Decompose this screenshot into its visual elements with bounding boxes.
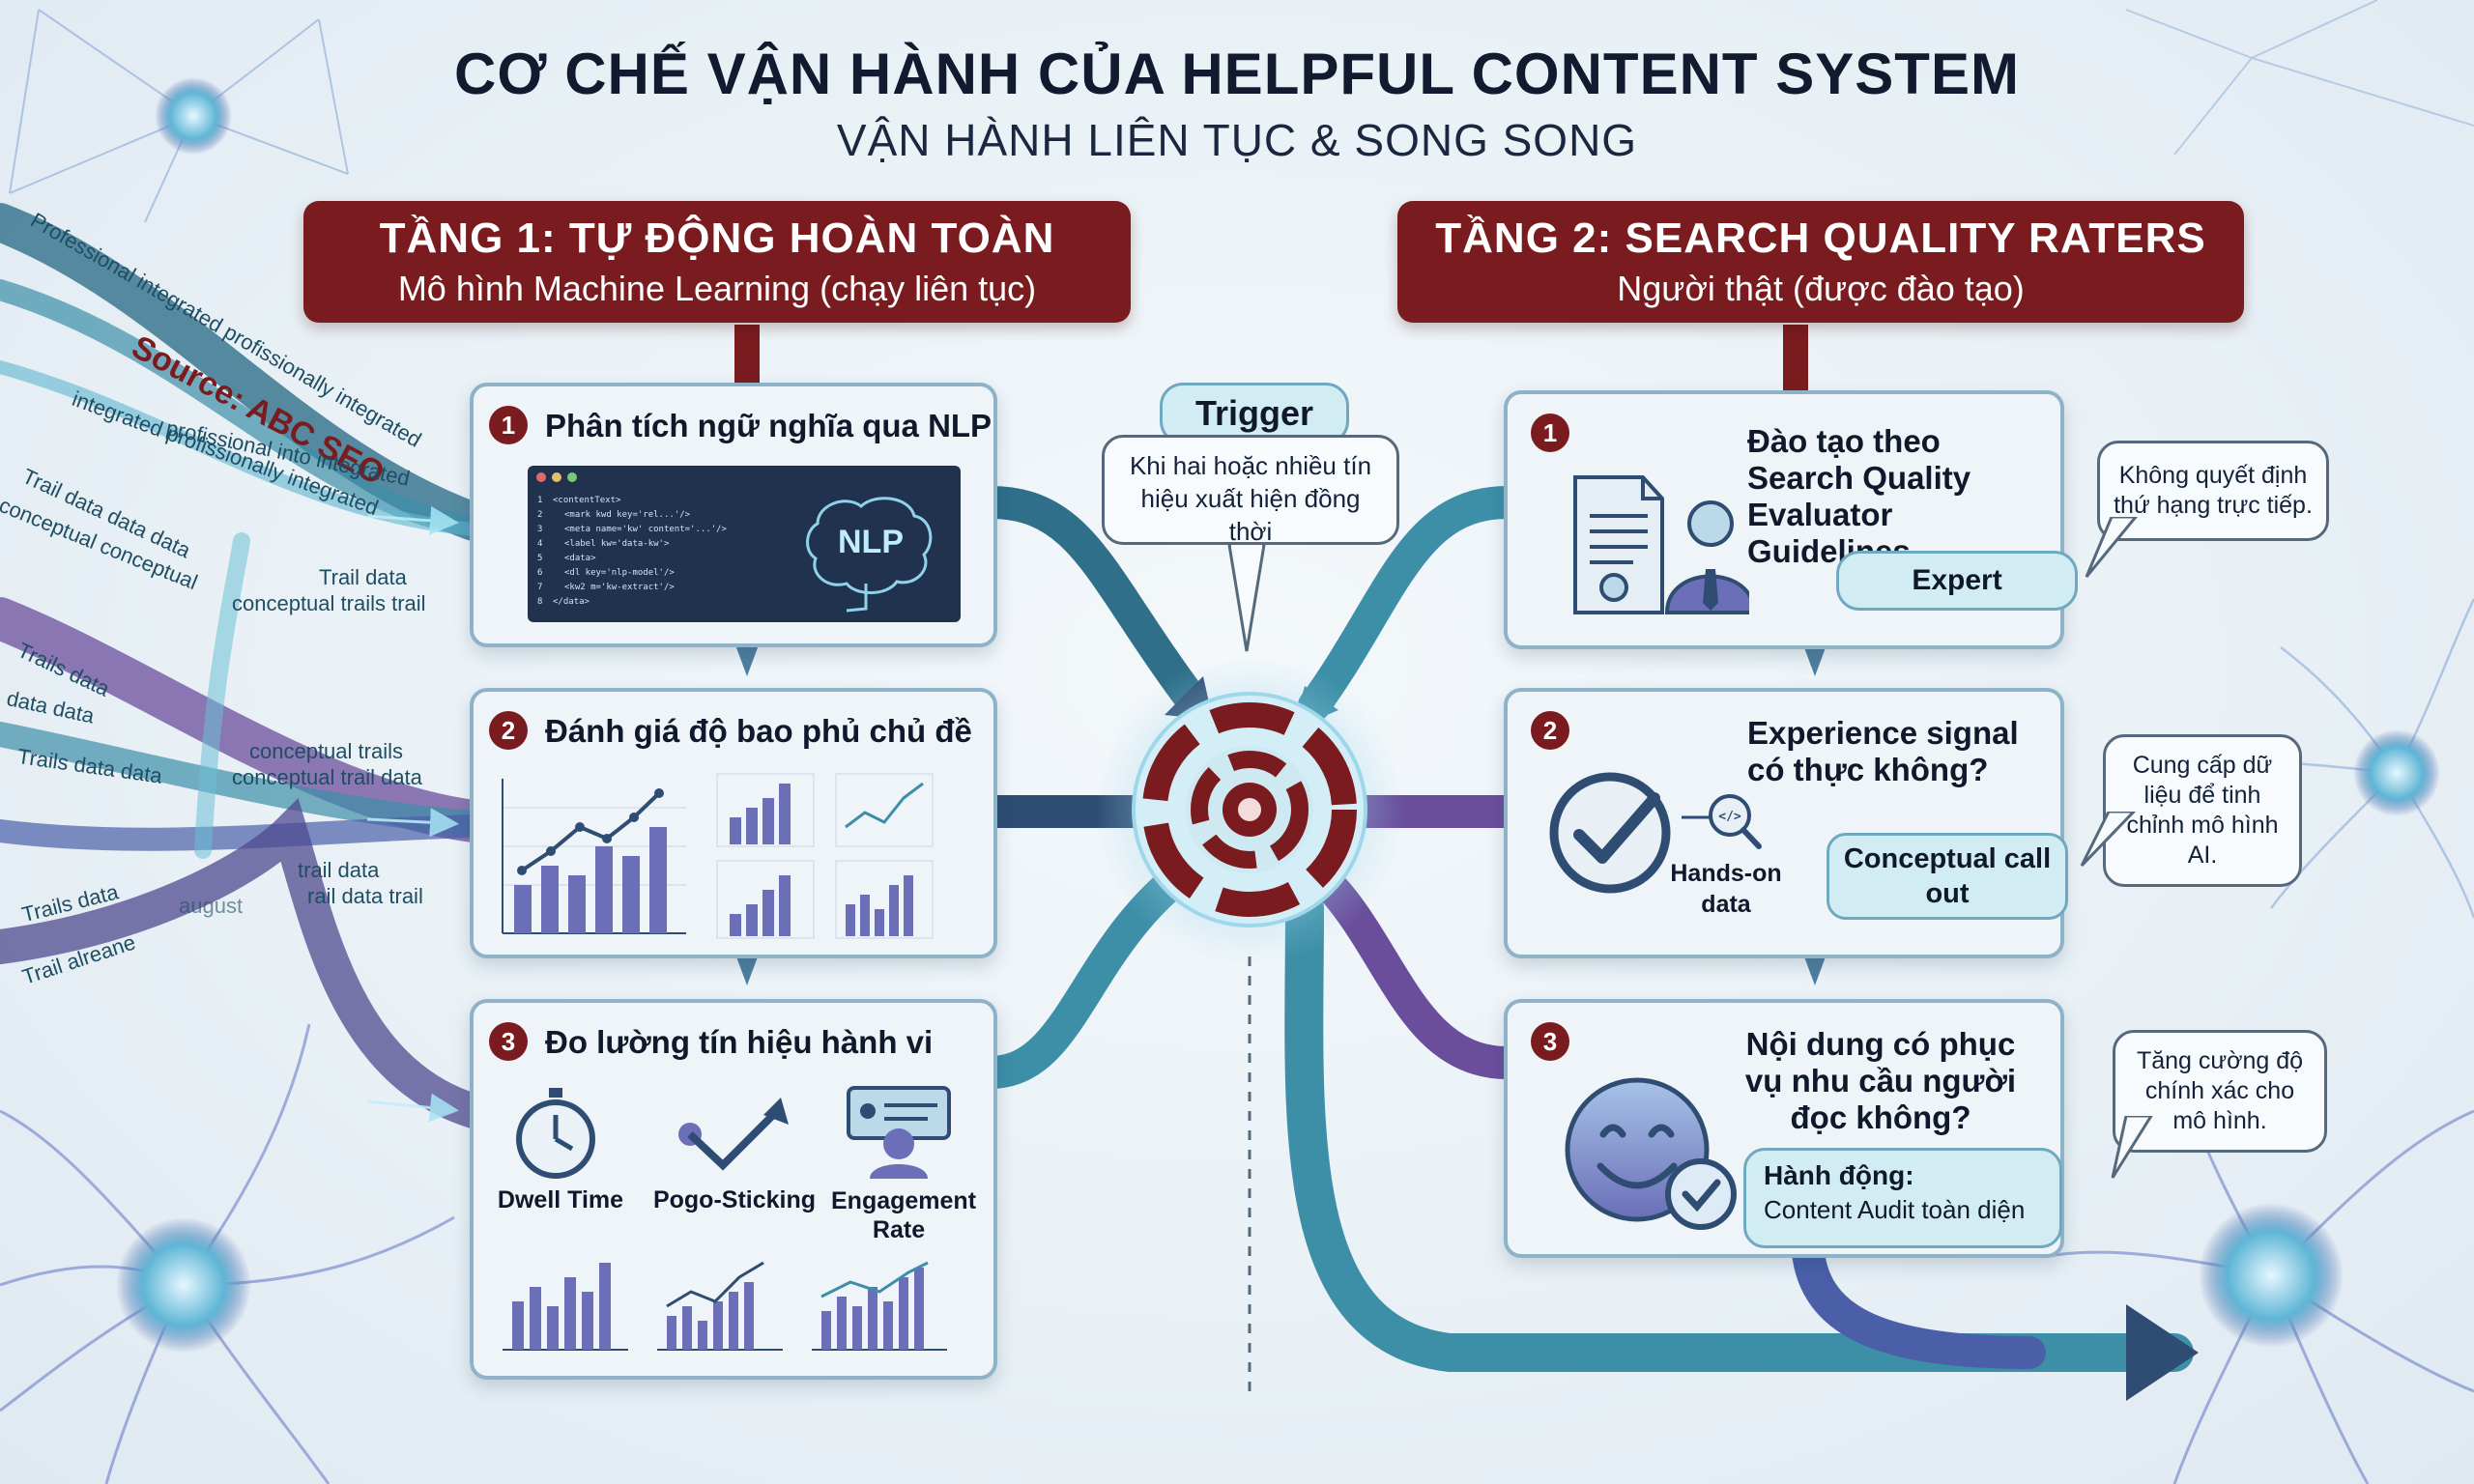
step-title: Đào tạo theo Search Quality Evaluator Gu… — [1747, 423, 1971, 569]
tier2-step1-card: 1 Đào tạo theo Search Quality Evaluator … — [1504, 390, 2078, 649]
neuron-bottom-left — [116, 1217, 251, 1353]
trigger-bubble-tail — [1227, 545, 1266, 652]
trigger-label: Trigger — [1160, 383, 1349, 444]
step-number: 1 — [489, 406, 528, 444]
tier1-step1-card: 1 Phân tích ngữ nghĩa qua NLP 1 <contentT… — [470, 383, 997, 647]
note-bubble-3: Tăng cường độ chính xác cho mô hình. — [2113, 1030, 2327, 1153]
tier2-subtitle: Người thật (được đào tạo) — [1617, 269, 2025, 308]
tier1-step3-card: 3 Đo lường tín hiệu hành vi Dwell Time P… — [470, 999, 997, 1380]
code-line: <contentText> — [553, 496, 621, 505]
stream-label: trail data — [298, 858, 380, 882]
checkmark-icon — [1549, 772, 1671, 894]
stream-label: Trail data — [319, 565, 407, 589]
code-line-number: 8 — [537, 597, 542, 607]
code-line: <mark kwd key='rel...'/> — [564, 510, 691, 520]
window-dot-icon — [567, 472, 577, 482]
stream-label: august — [179, 894, 244, 918]
neuron-mid-right — [2353, 729, 2440, 816]
smiley-icon — [1565, 1077, 1737, 1230]
step-number: 2 — [489, 711, 528, 750]
left-data-streams — [0, 203, 495, 1128]
note-bubble-2: Cung cấp dữ liệu để tinh chỉnh mô hình A… — [2103, 734, 2302, 887]
code-line: </data> — [553, 597, 590, 607]
step-title: Experience signal có thực không? — [1747, 715, 2019, 787]
code-line-number: 4 — [537, 539, 542, 549]
step-title: Đánh giá độ bao phủ chủ đề — [545, 713, 972, 749]
metric-label-dwell-time: Dwell Time — [497, 1186, 624, 1213]
window-dot-icon — [536, 472, 546, 482]
tier1-subtitle: Mô hình Machine Learning (chạy liên tục) — [397, 269, 1037, 308]
code-line: <label kw='data-kw'> — [564, 539, 670, 549]
neuron-network-top-right — [2125, 0, 2474, 156]
action-title: Hành động: — [1764, 1160, 1914, 1190]
tier2-banner: TẦNG 2: SEARCH QUALITY RATERS Người thật… — [1397, 201, 2244, 323]
code-line-number: 5 — [537, 554, 542, 563]
engagement-icon — [847, 1086, 951, 1179]
nlp-badge: NLP — [838, 524, 904, 560]
guidelines-document-icon — [1573, 475, 1749, 614]
step-title: Nội dung có phục vụ nhu cầu người đọc kh… — [1744, 1026, 2017, 1135]
hands-on-label: Hands-on data — [1670, 860, 1782, 918]
code-line: <kw2 m='kw-extract'/> — [564, 583, 675, 592]
svg-text:</>: </> — [1718, 810, 1741, 824]
tier2-step2-card: 2 Experience signal có thực không? </> H… — [1504, 688, 2068, 958]
metric-label-pogo-sticking: Pogo-Sticking — [652, 1186, 817, 1213]
action-box: Hành động: Content Audit toàn diện — [1743, 1148, 2062, 1248]
step-number: 3 — [489, 1022, 528, 1061]
conceptual-callout-tag: Conceptual call out — [1827, 833, 2068, 920]
stream-label: conceptual trails — [249, 739, 403, 763]
tier2-title: TẦNG 2: SEARCH QUALITY RATERS — [1435, 214, 2206, 262]
code-line-number: 2 — [537, 510, 542, 520]
stream-label: rail data trail — [307, 884, 423, 908]
tier1-title: TẦNG 1: TỰ ĐỘNG HOÀN TOÀN — [379, 214, 1055, 262]
trigger-bubble: Khi hai hoặc nhiều tín hiệu xuất hiện đồ… — [1102, 435, 1399, 546]
code-line-number: 3 — [537, 525, 542, 534]
center-target — [1095, 655, 1404, 964]
code-line: <data> — [564, 554, 596, 563]
page-subtitle: VẬN HÀNH LIÊN TỤC & SONG SONG — [836, 115, 1638, 165]
page-title: CƠ CHẾ VẬN HÀNH CỦA HELPFUL CONTENT SYST… — [454, 42, 2020, 106]
flow-paths-right — [1284, 486, 2194, 1372]
step-title: Phân tích ngữ nghĩa qua NLP — [545, 408, 992, 443]
step-number: 3 — [1531, 1022, 1569, 1061]
tier1-banner: TẦNG 1: TỰ ĐỘNG HOÀN TOÀN Mô hình Machin… — [303, 201, 1131, 323]
note-bubble-1: Không quyết định thứ hạng trực tiếp. — [2097, 441, 2329, 541]
step-number: 2 — [1531, 711, 1569, 750]
code-line: <meta name='kw' content='...'/> — [564, 525, 728, 534]
brain-icon — [806, 497, 933, 613]
stopwatch-icon — [516, 1088, 595, 1179]
coverage-charts-graphic — [502, 773, 934, 939]
note-bubble-tail — [2080, 812, 2137, 868]
neuron-top-left — [155, 77, 232, 155]
expert-tag: Expert — [1836, 551, 2078, 611]
step-title: Đo lường tín hiệu hành vi — [545, 1024, 934, 1060]
action-text: Content Audit toàn diện — [1764, 1195, 2026, 1224]
pogo-sticking-icon — [678, 1098, 789, 1171]
neuron-bottom-right — [2199, 1203, 2344, 1348]
code-line-number: 6 — [537, 568, 542, 578]
stream-label: conceptual trails trail — [232, 591, 426, 615]
tier1-step2-card: 2 Đánh giá độ bao phủ chủ đề — [470, 688, 997, 958]
tier-connectors — [734, 325, 1808, 392]
stream-arrows — [366, 505, 459, 1123]
step-number: 1 — [1531, 414, 1569, 452]
note-bubble-tail — [2111, 1116, 2153, 1179]
code-search-icon: </> — [1682, 794, 1762, 849]
code-line-number: 1 — [537, 496, 542, 505]
code-line-number: 7 — [537, 583, 542, 592]
code-line: <dl key='nlp-model'/> — [564, 568, 675, 578]
note-bubble-tail — [2085, 517, 2138, 578]
stream-label: conceptual trail data — [232, 765, 422, 789]
window-dot-icon — [552, 472, 561, 482]
step-connectors — [734, 642, 1827, 985]
metric-label-engagement-rate: Engagement Rate — [831, 1187, 977, 1243]
code-editor-graphic: 1 <contentText> 2 <mark kwd key='rel...'/> 3… — [528, 466, 961, 622]
behavior-charts-graphic — [503, 1261, 947, 1351]
